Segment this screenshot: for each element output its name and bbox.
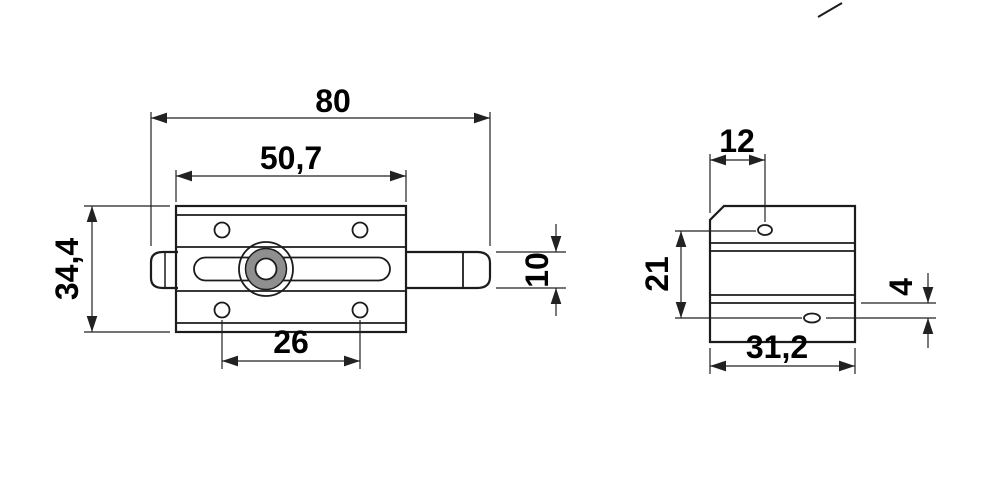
dim-overall-width-label: 80 <box>315 83 351 119</box>
side-view-dimensions: 12 21 4 31,2 <box>639 123 936 374</box>
dim-overall-width: 80 <box>150 83 491 246</box>
side-profile-outline <box>708 204 857 344</box>
bolt-knob-inner <box>254 257 278 281</box>
latch-body <box>174 204 408 334</box>
screw-hole-top-right <box>351 221 369 239</box>
front-view: 80 50,7 34,4 10 <box>49 83 566 369</box>
dim-bolt-height-label: 10 <box>519 252 555 288</box>
lower-hole <box>803 312 821 324</box>
bolt-slot <box>193 256 391 282</box>
dim-plate-height-label: 34,4 <box>49 238 85 300</box>
sheet-corner-mark <box>817 2 843 18</box>
bolt-knob-mid <box>244 247 288 291</box>
bolt-right-end <box>463 250 492 290</box>
dim-hole-offset-from-edge: 12 <box>709 123 766 222</box>
dim-lower-hole-spacing: 26 <box>221 320 361 369</box>
dim-plate-height: 34,4 <box>49 205 170 333</box>
dim-lower-hole-spacing-label: 26 <box>273 324 309 360</box>
front-view-part <box>149 204 492 334</box>
front-view-dimensions: 80 50,7 34,4 10 <box>49 83 566 369</box>
side-view-part <box>708 204 857 344</box>
bolt-left-end <box>149 250 178 290</box>
dim-overall-depth-label: 31,2 <box>746 329 808 365</box>
side-view: 12 21 4 31,2 <box>639 123 936 374</box>
upper-hole <box>757 224 773 236</box>
dim-plate-width-label: 50,7 <box>260 140 322 176</box>
dim-lower-hole-offset-label: 4 <box>883 278 919 296</box>
dim-plate-width: 50,7 <box>175 140 407 202</box>
dim-bolt-height: 10 <box>496 224 566 316</box>
screw-hole-bottom-left <box>213 301 231 319</box>
screw-hole-bottom-right <box>351 301 369 319</box>
bolt-knob-ring <box>246 249 286 289</box>
dim-hole-vertical-spacing-label: 21 <box>639 256 675 292</box>
screw-hole-top-left <box>213 221 231 239</box>
dim-overall-depth: 31,2 <box>709 329 856 374</box>
bolt-knob-outer <box>238 241 294 297</box>
dim-hole-vertical-spacing: 21 <box>639 230 802 319</box>
dim-lower-hole-offset: 4 <box>826 273 936 348</box>
dim-hole-offset-from-edge-label: 12 <box>719 123 755 159</box>
